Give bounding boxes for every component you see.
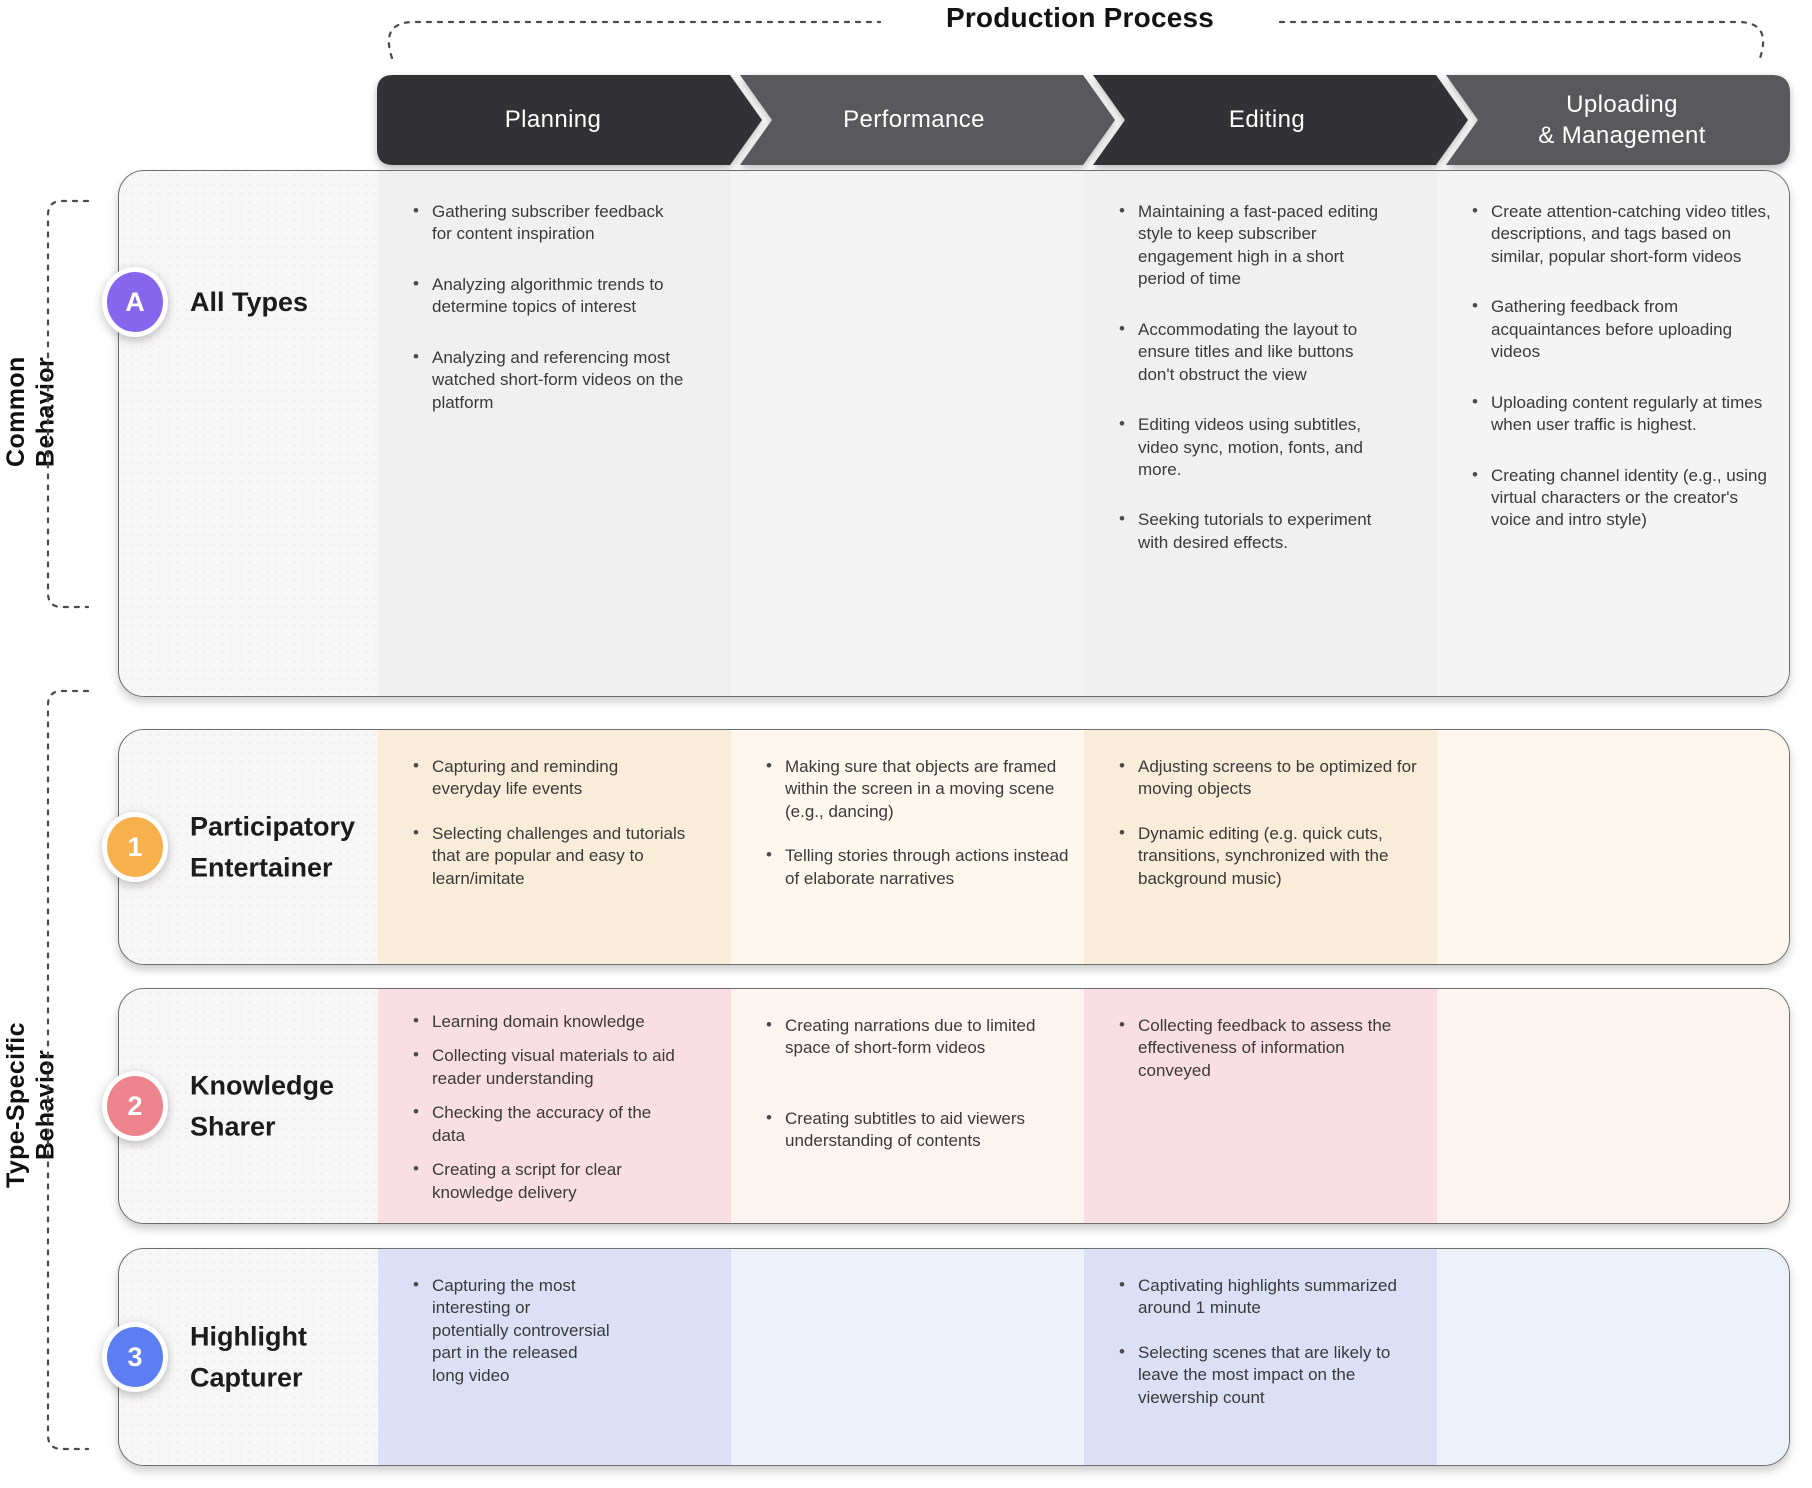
row-card-knowledge-sharer: Learning domain knowledgeCollecting visu… <box>102 988 1790 1224</box>
bullet-item: Capturing the most interesting or potent… <box>408 1274 610 1387</box>
bullet-item: Dynamic editing (e.g. quick cuts, transi… <box>1114 822 1423 890</box>
row-background: Capturing and reminding everyday life ev… <box>118 729 1790 965</box>
cell-participatory-planning: Capturing and reminding everyday life ev… <box>378 730 731 964</box>
bullet-item: Collecting visual materials to aid reade… <box>408 1044 687 1090</box>
bullet-item: Telling stories through actions instead … <box>761 844 1070 890</box>
bullet-item: Maintaining a fast-paced editing style t… <box>1114 200 1393 291</box>
row-badge-3: 3 <box>102 1322 168 1392</box>
cell-participatory-editing: Adjusting screens to be optimized for mo… <box>1084 730 1437 964</box>
figure-title: Production Process <box>945 2 1215 33</box>
cell-participatory-uploading <box>1437 730 1789 964</box>
cell-all-types-planning: Gathering subscriber feedback for conten… <box>378 171 731 696</box>
column-header-editing: Editing <box>1228 106 1306 134</box>
cell-all-types-uploading: Create attention-catching video titles, … <box>1437 171 1789 696</box>
row-card-all-types: Gathering subscriber feedback for conten… <box>102 170 1790 697</box>
column-header-uploading: Uploading & Management <box>1538 90 1706 149</box>
column-header-planning: Planning <box>504 106 602 134</box>
row-label-knowledge-sharer: Knowledge Sharer <box>190 1070 335 1142</box>
bullet-item: Making sure that objects are framed with… <box>761 755 1070 823</box>
cell-all-types-performance <box>731 171 1084 696</box>
process-chevron-bar <box>377 75 1790 165</box>
bullet-item: Analyzing and referencing most watched s… <box>408 346 687 414</box>
bullet-item: Collecting feedback to assess the effect… <box>1114 1014 1393 1082</box>
bullet-item: Seeking tutorials to experiment with des… <box>1114 508 1393 554</box>
bullet-item: Creating a script for clear knowledge de… <box>408 1158 687 1204</box>
chevron-segment-editing <box>1093 75 1468 165</box>
bullet-item: Accommodating the layout to ensure title… <box>1114 318 1393 386</box>
bullet-item: Creating subtitles to aid viewers unders… <box>761 1107 1040 1153</box>
cell-knowledge-performance: Creating narrations due to limited space… <box>731 989 1084 1223</box>
bullet-item: Gathering feedback from acquaintances be… <box>1467 295 1777 363</box>
row-label-participatory-entertainer: Participatory Entertainer <box>190 811 356 883</box>
row-background: Gathering subscriber feedback for conten… <box>118 170 1790 697</box>
bullet-item: Analyzing algorithmic trends to determin… <box>408 273 687 319</box>
cell-knowledge-editing: Collecting feedback to assess the effect… <box>1084 989 1437 1223</box>
row-badge-2: 2 <box>102 1071 168 1141</box>
row-badge-1: 1 <box>102 812 168 882</box>
bullet-item: Selecting scenes that are likely to leav… <box>1114 1341 1423 1409</box>
cell-all-types-editing: Maintaining a fast-paced editing style t… <box>1084 171 1437 696</box>
chevron-segment-performance <box>740 75 1115 165</box>
bullet-item: Capturing and reminding everyday life ev… <box>408 755 687 801</box>
type-specific-behavior-bracket <box>46 689 90 1451</box>
chevron-segment-uploading <box>1446 75 1790 165</box>
cell-highlight-uploading <box>1437 1249 1789 1465</box>
row-label-highlight-capturer: Highlight Capturer <box>190 1321 307 1393</box>
bullet-item: Adjusting screens to be optimized for mo… <box>1114 755 1423 801</box>
row-label-all-types: All Types <box>190 287 309 317</box>
top-dashed-bracket <box>387 20 1765 60</box>
cell-knowledge-planning: Learning domain knowledgeCollecting visu… <box>378 989 731 1223</box>
bullet-item: Selecting challenges and tutorials that … <box>408 822 687 890</box>
bullet-item: Editing videos using subtitles, video sy… <box>1114 413 1393 481</box>
column-header-performance: Performance <box>843 106 985 134</box>
bullet-item: Creating narrations due to limited space… <box>761 1014 1040 1060</box>
bullet-item: Uploading content regularly at times whe… <box>1467 391 1777 437</box>
cell-participatory-performance: Making sure that objects are framed with… <box>731 730 1084 964</box>
cell-highlight-planning: Capturing the most interesting or potent… <box>378 1249 731 1465</box>
row-background: Capturing the most interesting or potent… <box>118 1248 1790 1466</box>
bullet-item: Create attention-catching video titles, … <box>1467 200 1777 268</box>
chevron-segment-planning <box>377 75 762 165</box>
bullet-item: Learning domain knowledge <box>408 1010 687 1033</box>
bullet-item: Gathering subscriber feedback for conten… <box>408 200 687 246</box>
row-card-highlight-capturer: Capturing the most interesting or potent… <box>102 1248 1790 1466</box>
bullet-item: Creating channel identity (e.g., using v… <box>1467 463 1777 532</box>
bullet-item: Captivating highlights summarized around… <box>1114 1274 1423 1320</box>
common-behavior-bracket <box>46 199 90 609</box>
cell-knowledge-uploading <box>1437 989 1789 1223</box>
row-card-participatory-entertainer: Capturing and reminding everyday life ev… <box>102 729 1790 965</box>
cell-highlight-editing: Captivating highlights summarized around… <box>1084 1249 1437 1465</box>
row-badge-a: A <box>102 267 168 337</box>
cell-highlight-performance <box>731 1249 1084 1465</box>
bullet-item: Checking the accuracy of the data <box>408 1101 687 1147</box>
row-background: Learning domain knowledgeCollecting visu… <box>118 988 1790 1224</box>
